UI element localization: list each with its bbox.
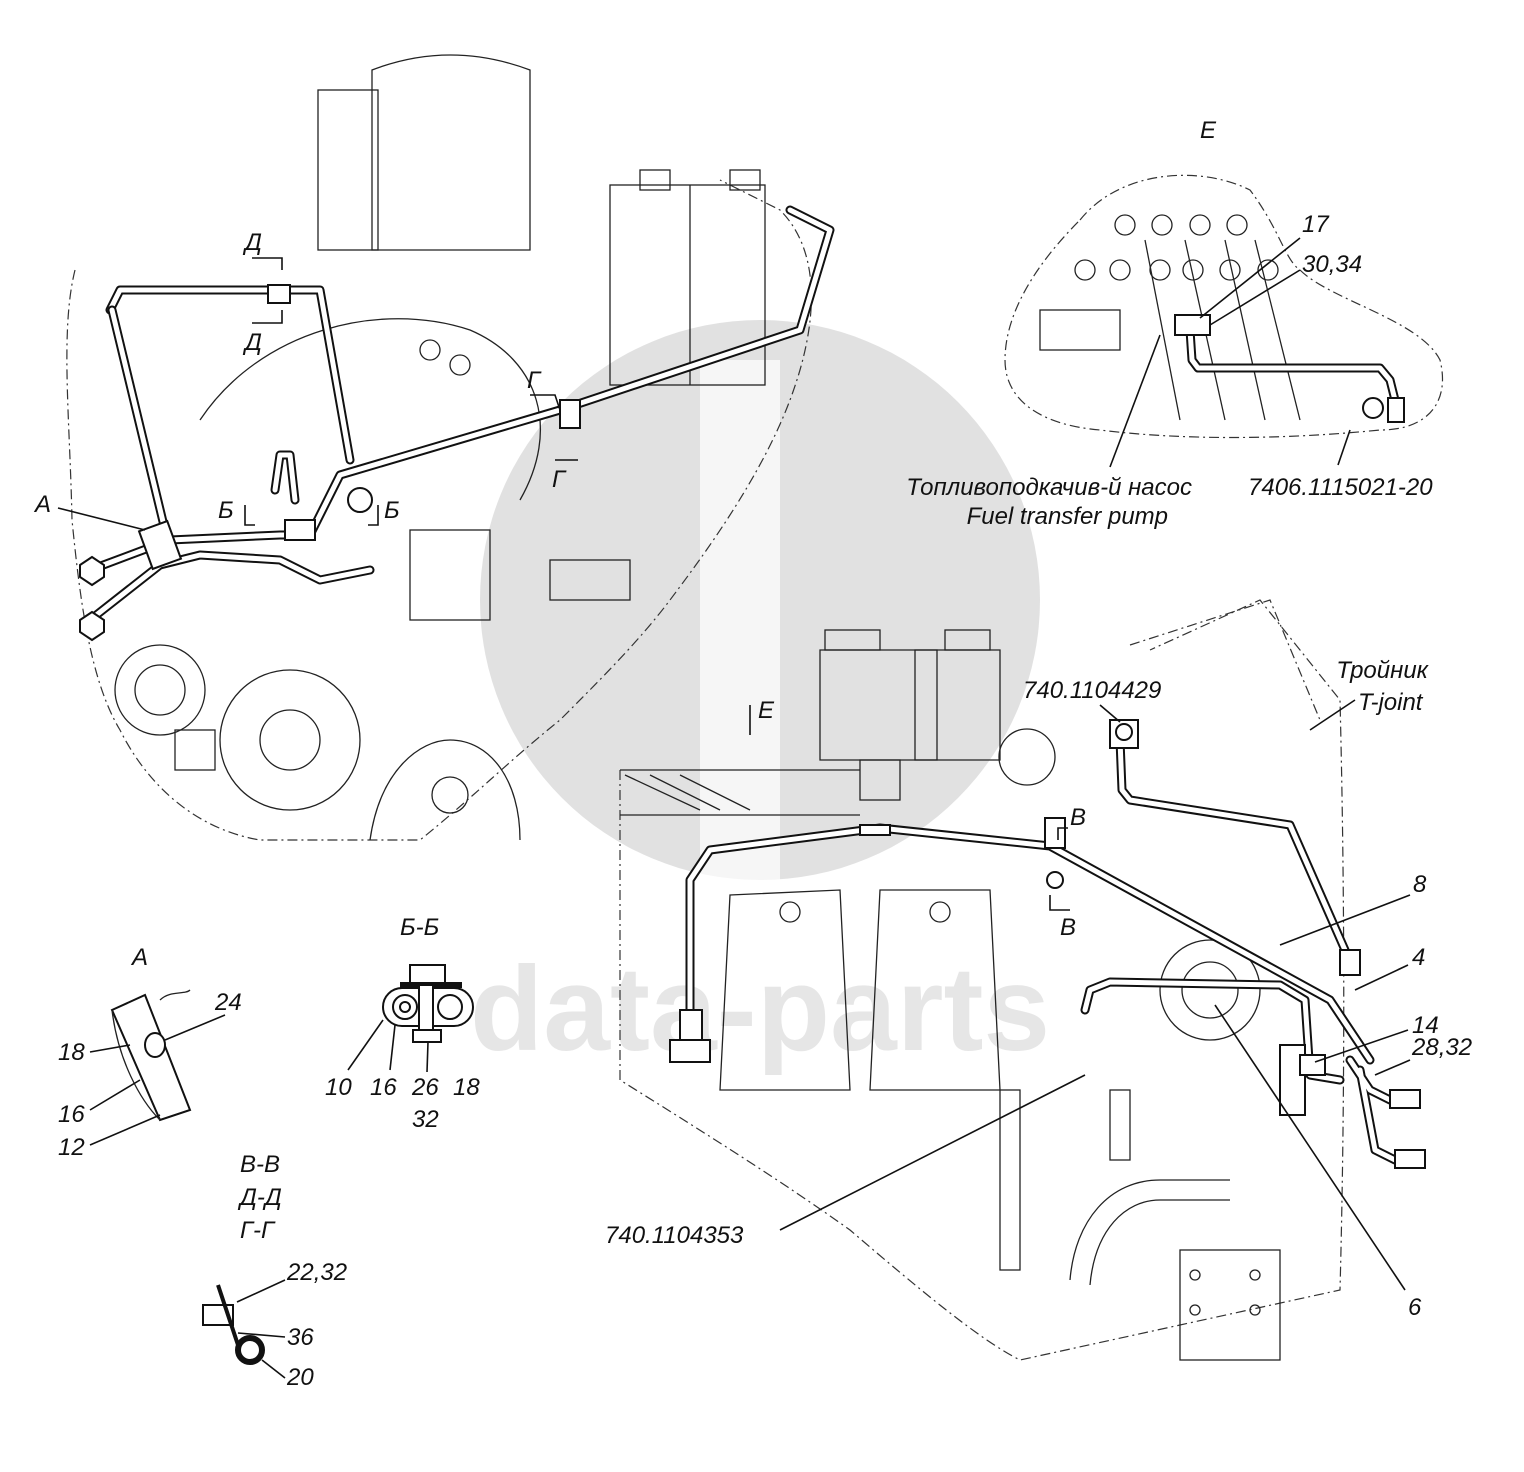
section-gg-title: Г-Г <box>240 1217 276 1244</box>
section-bb-view: Б-Б 10 16 26 18 32 <box>325 914 480 1133</box>
section-bb-callout-18: 18 <box>453 1074 480 1101</box>
callout-pump-en: Fuel transfer pump <box>967 503 1168 530</box>
section-mark-b-left: Б <box>218 497 234 524</box>
section-bb-callout-26: 26 <box>411 1074 439 1101</box>
bottom-engine-view: Е В В 740.1104429 Тройник T-joint 8 4 14… <box>605 599 1472 1361</box>
section-clamp-callout-22-32: 22,32 <box>286 1259 347 1286</box>
callout-7406-1115021-20: 7406.1115021-20 <box>1248 474 1433 501</box>
callout-4: 4 <box>1412 944 1425 971</box>
section-bb-callout-10: 10 <box>325 1074 352 1101</box>
section-mark-g-top: Г <box>527 367 542 394</box>
section-bb-title: Б-Б <box>400 914 439 941</box>
callout-8: 8 <box>1413 871 1427 898</box>
detail-e-title: Е <box>1200 117 1217 144</box>
injector-bolts <box>1074 214 1279 281</box>
callout-pump-ru: Топливоподкачив-й насос <box>906 474 1192 501</box>
callout-17: 17 <box>1302 211 1330 238</box>
callout-6: 6 <box>1408 1294 1422 1321</box>
section-clamp-callout-20: 20 <box>286 1364 314 1391</box>
callout-tee-ru: Тройник <box>1336 657 1429 684</box>
section-vv-title: В-В <box>240 1151 280 1178</box>
detail-a-callout-24: 24 <box>214 989 242 1016</box>
section-mark-a: А <box>33 491 51 518</box>
detail-a-callout-12: 12 <box>58 1134 85 1161</box>
top-engine-view: Д Д А Б Б Г Г <box>33 54 835 841</box>
section-dd-title: Д-Д <box>237 1184 282 1211</box>
detail-a-callout-16: 16 <box>58 1101 85 1128</box>
section-mark-d-top: Д <box>242 229 262 256</box>
callout-28-32: 28,32 <box>1411 1034 1472 1061</box>
watermark-logo: data-parts <box>470 320 1050 1076</box>
section-mark-d-bottom: Д <box>242 329 262 356</box>
section-clamp-callout-36: 36 <box>287 1324 314 1351</box>
view-arrow-e: Е <box>758 697 775 724</box>
callout-14: 14 <box>1412 1012 1439 1039</box>
detail-a-title: А <box>130 944 148 971</box>
section-mark-b-right: Б <box>384 497 400 524</box>
callout-740-1104353: 740.1104353 <box>605 1222 744 1249</box>
section-mark-v-top: В <box>1070 804 1086 831</box>
callout-740-1104429: 740.1104429 <box>1023 677 1161 704</box>
detail-a-callout-18: 18 <box>58 1039 85 1066</box>
section-bb-callout-16: 16 <box>370 1074 397 1101</box>
detail-a-view: А 24 18 16 12 <box>58 944 242 1161</box>
section-clamp-view: В-В Д-Д Г-Г 22,32 36 20 <box>202 1151 347 1391</box>
section-mark-g-bottom: Г <box>552 466 567 493</box>
callout-tee-en: T-joint <box>1358 689 1424 716</box>
detail-e-view: Е 17 30,34 Топливоподкачив-й насос Fuel … <box>906 117 1444 530</box>
watermark-text: data-parts <box>470 942 1050 1076</box>
callout-30-34: 30,34 <box>1302 251 1362 278</box>
section-mark-v-bottom: В <box>1060 914 1076 941</box>
section-bb-callout-32: 32 <box>412 1106 439 1133</box>
